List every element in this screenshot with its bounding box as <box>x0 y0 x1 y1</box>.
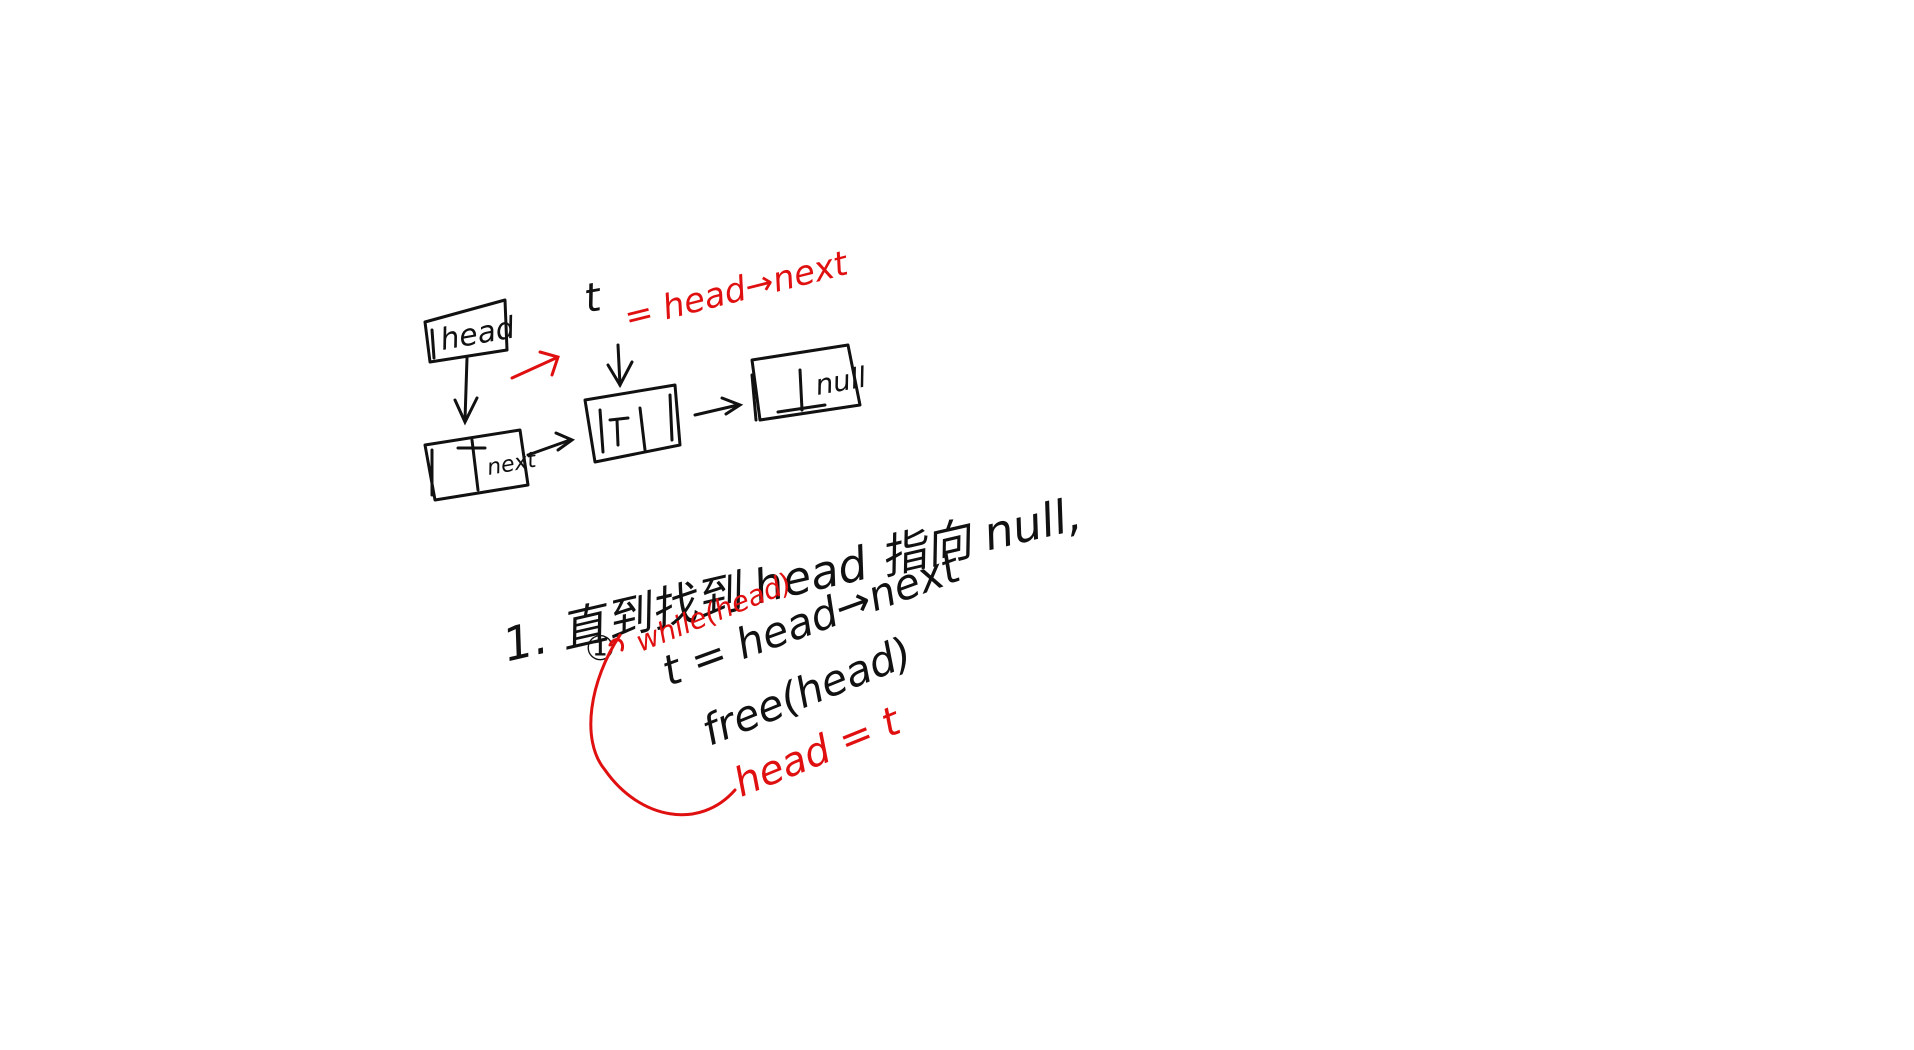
node3-null-label: null <box>813 361 869 402</box>
node3-box <box>750 343 862 422</box>
node1-box <box>423 428 530 502</box>
red-loop-hook <box>608 638 625 652</box>
red-loop-arrow <box>589 633 737 817</box>
node2-to-node3-arrow <box>693 396 744 417</box>
head-down-arrow <box>453 356 479 426</box>
head-box <box>423 298 509 364</box>
t-label: t <box>581 274 606 322</box>
node1-to-node2-arrow <box>526 431 576 457</box>
t-down-arrow <box>606 343 634 389</box>
t-assignment-red: = head→next <box>620 243 853 338</box>
red-arrow-top <box>510 350 560 380</box>
node2-box <box>583 383 682 464</box>
